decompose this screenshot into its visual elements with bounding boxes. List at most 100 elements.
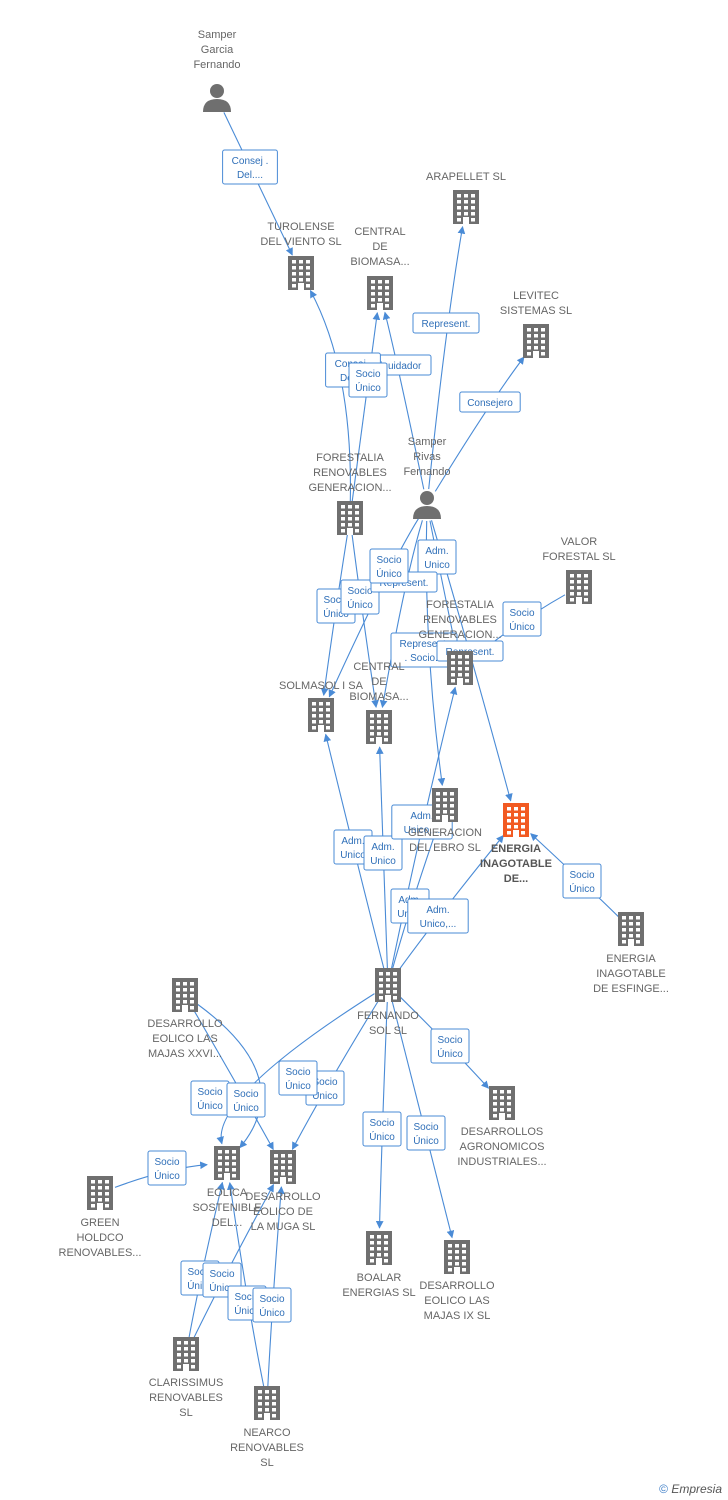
edge-label-text: Socio <box>509 608 534 619</box>
edge-label-box <box>226 1082 266 1118</box>
node-label-line: LEVITEC <box>513 290 559 302</box>
node-label-line: DEL... <box>212 1217 243 1229</box>
edge-srf-to-central1 <box>382 311 425 490</box>
node-forestalia2[interactable]: FORESTALIARENOVABLESGENERACION... <box>418 599 502 685</box>
edge-label-srf-to-arapellet[interactable]: Represent. <box>412 312 480 334</box>
building-icon <box>618 912 644 946</box>
edge-label-box <box>369 548 409 584</box>
edge-label-text: Único <box>347 598 373 611</box>
node-label-line: Fernando <box>403 466 450 478</box>
building-icon <box>87 1176 113 1210</box>
building-icon <box>503 803 529 837</box>
node-label-line: Rivas <box>413 451 441 463</box>
node-arapellet[interactable]: ARAPELLET SL <box>426 171 506 224</box>
node-label-line: INDUSTRIALES... <box>457 1156 546 1168</box>
node-label-line: CENTRAL <box>354 226 405 238</box>
node-label-line: ENERGIAS SL <box>342 1287 415 1299</box>
building-icon <box>447 651 473 685</box>
edge-label-box <box>222 149 278 185</box>
edge-label-text: Único <box>369 1130 395 1143</box>
building-icon <box>270 1150 296 1184</box>
node-label-line: DE <box>372 241 387 253</box>
edge-label-srf-to-levitec[interactable]: Consejero <box>459 391 521 413</box>
edge-label-text: Socio <box>355 369 380 380</box>
edge-srf-to-central2 <box>379 520 423 709</box>
edge-label-box <box>278 1060 318 1096</box>
edge-label-text: Consej . <box>232 156 269 167</box>
node-agronomicos[interactable]: DESARROLLOSAGRONOMICOSINDUSTRIALES... <box>457 1086 547 1168</box>
edge-label-text: Consejero <box>467 398 513 409</box>
edge-label-text: Único <box>197 1099 223 1112</box>
edge-label-text: Único <box>312 1089 338 1102</box>
edge-label-box <box>348 362 388 398</box>
node-label-line: SL <box>260 1457 273 1469</box>
node-label-line: VALOR <box>561 536 598 548</box>
node-label-line: RENOVABLES... <box>59 1247 142 1259</box>
edge-label-text: Socio <box>569 870 594 881</box>
node-central1[interactable]: CENTRALDEBIOMASA... <box>350 226 410 310</box>
edge-label-text: Único <box>376 567 402 580</box>
node-label-line: DE <box>371 676 386 688</box>
edge-srf-to-levitec <box>434 356 525 492</box>
building-icon <box>214 1146 240 1180</box>
node-label-line: FORESTAL SL <box>542 551 615 563</box>
edge-label-box <box>406 1115 446 1151</box>
node-label-line: DE ESFINGE... <box>593 983 669 995</box>
edge-label-text: Unico,... <box>420 919 457 930</box>
edge-majasxxvi-to-eolica <box>197 1004 262 1149</box>
node-forestalia1[interactable]: FORESTALIARENOVABLESGENERACION... <box>308 452 392 535</box>
edge-labels-layer: Consej .Del....Represent.ConsejeroLiquid… <box>147 149 602 1323</box>
brand-logo[interactable]: Empresia <box>671 1482 722 1496</box>
node-eolica[interactable]: EOLICASOSTENIBLEDEL... <box>192 1146 262 1229</box>
edge-label-text: Socio <box>187 1267 212 1278</box>
node-energia[interactable]: ENERGIAINAGOTABLEDE... <box>480 803 552 885</box>
node-label-line: Samper <box>198 29 237 41</box>
node-label-line: ARAPELLET SL <box>426 171 506 183</box>
node-label-line: RENOVABLES <box>149 1392 223 1404</box>
node-label-line: Fernando <box>193 59 240 71</box>
node-central2[interactable]: CENTRALDEBIOMASA... <box>349 661 409 744</box>
node-label-line: INAGOTABLE <box>480 858 552 870</box>
node-green[interactable]: GREENHOLDCORENOVABLES... <box>59 1176 142 1259</box>
node-valor[interactable]: VALOR FORESTAL SL <box>542 536 616 604</box>
edge-label-fernandosol-to-energia[interactable]: Adm.Unico,... <box>407 898 469 934</box>
edge-label-srf-to-forestalia2[interactable]: Adm.Unico <box>417 539 457 575</box>
node-label-line: GENERACION <box>408 827 482 839</box>
node-label-line: DESARROLLO <box>419 1280 495 1292</box>
node-solmasol[interactable]: SOLMASOL I SA <box>279 680 364 732</box>
building-icon <box>172 978 198 1012</box>
edge-label-fernandosol-to-central2[interactable]: Adm.Unico <box>363 835 403 871</box>
edge-label-text: Adm. <box>371 842 394 853</box>
node-label-line: ENERGIA <box>491 843 541 855</box>
edge-label-sgf-to-turolense[interactable]: Consej .Del.... <box>222 149 278 185</box>
building-icon <box>366 710 392 744</box>
building-icon <box>173 1337 199 1371</box>
edge-label-text: Adm. <box>341 836 364 847</box>
